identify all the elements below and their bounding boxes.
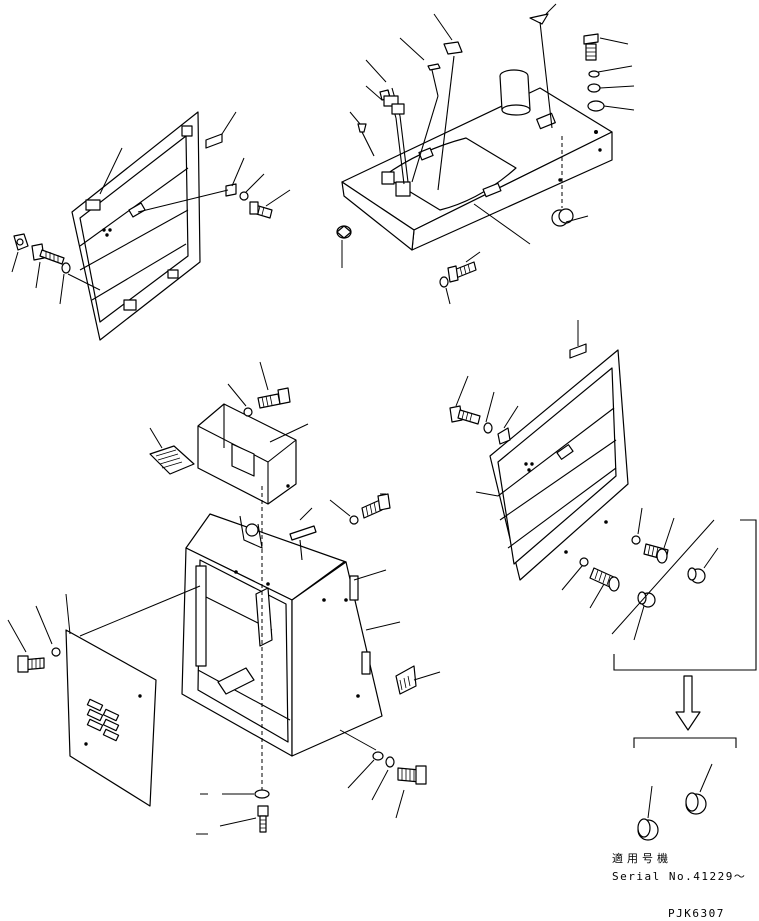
left-door-hardware <box>13 133 273 274</box>
console-leaders <box>7 361 441 835</box>
console-front-plate <box>17 629 157 807</box>
left-door-leaders <box>11 111 291 305</box>
console-box <box>181 513 417 757</box>
drawing-code: PJK6307 <box>668 907 725 920</box>
top-cover-leaders <box>341 3 635 305</box>
detail-caps <box>637 763 713 841</box>
right-door-hardware <box>449 405 706 608</box>
right-side-door-panel <box>489 343 629 581</box>
detail-bracket <box>613 519 757 748</box>
left-side-door-panel <box>71 111 201 341</box>
applicable-label: 適用号機 <box>612 851 672 865</box>
right-door-leaders <box>455 320 719 641</box>
serial-label: Serial No.41229～ <box>612 870 746 883</box>
top-cover-plate <box>341 69 613 251</box>
console-hardware <box>243 387 427 833</box>
console-top-cap <box>149 403 297 505</box>
top-cover-hardware <box>336 13 605 288</box>
